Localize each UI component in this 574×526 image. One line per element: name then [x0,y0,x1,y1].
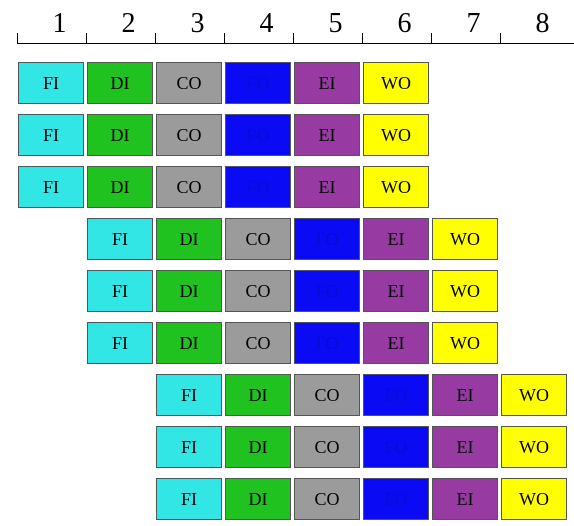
stage-box-fo: FO [363,426,429,468]
stage-box-wo: WO [501,426,567,468]
timeline-tick [155,33,156,44]
cycle-label: 1 [52,8,67,39]
timeline-tick [17,33,18,44]
stage-box-co: CO [294,478,360,520]
stage-box-di: DI [87,62,153,104]
timeline-axis-line [17,43,574,44]
cycle-label: 6 [397,8,412,39]
stage-box-ei: EI [363,322,429,364]
stage-box-ei: EI [432,374,498,416]
stage-box-wo: WO [501,374,567,416]
stage-box-fo: FO [363,478,429,520]
stage-box-co: CO [225,218,291,260]
cycle-label: 8 [535,8,550,39]
stage-box-fi: FI [18,114,84,156]
stage-box-di: DI [156,270,222,312]
stage-box-wo: WO [432,270,498,312]
stage-box-co: CO [225,270,291,312]
timeline-tick [362,33,363,44]
stage-box-fi: FI [87,270,153,312]
stage-box-ei: EI [432,478,498,520]
stage-box-fo: FO [294,218,360,260]
timeline-tick [86,33,87,44]
stage-box-fi: FI [156,374,222,416]
stage-box-di: DI [225,426,291,468]
stage-box-fo: FO [225,114,291,156]
stage-box-di: DI [225,478,291,520]
stage-box-fo: FO [294,322,360,364]
timeline-tick [224,33,225,44]
cycle-label: 2 [121,8,136,39]
stage-box-wo: WO [363,114,429,156]
stage-box-fi: FI [18,62,84,104]
stage-box-wo: WO [432,322,498,364]
stage-box-co: CO [156,114,222,156]
stage-box-fo: FO [225,166,291,208]
stage-box-fo: FO [225,62,291,104]
stage-box-co: CO [225,322,291,364]
stage-box-fi: FI [87,322,153,364]
stage-box-di: DI [156,322,222,364]
cycle-label: 5 [328,8,343,39]
stage-box-di: DI [87,166,153,208]
stage-box-ei: EI [294,166,360,208]
stage-box-fi: FI [156,478,222,520]
stage-box-co: CO [294,426,360,468]
stage-box-wo: WO [363,166,429,208]
cycle-label: 3 [190,8,205,39]
stage-box-wo: WO [432,218,498,260]
stage-box-ei: EI [294,114,360,156]
stage-box-di: DI [87,114,153,156]
stage-box-fi: FI [87,218,153,260]
stage-box-di: DI [225,374,291,416]
timeline-tick [500,33,501,44]
stage-box-fi: FI [18,166,84,208]
stage-box-ei: EI [363,270,429,312]
stage-box-fo: FO [294,270,360,312]
stage-box-co: CO [156,62,222,104]
stage-box-di: DI [156,218,222,260]
stage-box-wo: WO [501,478,567,520]
timeline-tick [293,33,294,44]
cycle-label: 4 [259,8,274,39]
stage-box-wo: WO [363,62,429,104]
stage-box-fo: FO [363,374,429,416]
stage-box-co: CO [294,374,360,416]
stage-box-ei: EI [363,218,429,260]
cycle-label: 7 [466,8,481,39]
stage-box-fi: FI [156,426,222,468]
stage-box-ei: EI [432,426,498,468]
timeline-tick [431,33,432,44]
stage-box-co: CO [156,166,222,208]
stage-box-ei: EI [294,62,360,104]
